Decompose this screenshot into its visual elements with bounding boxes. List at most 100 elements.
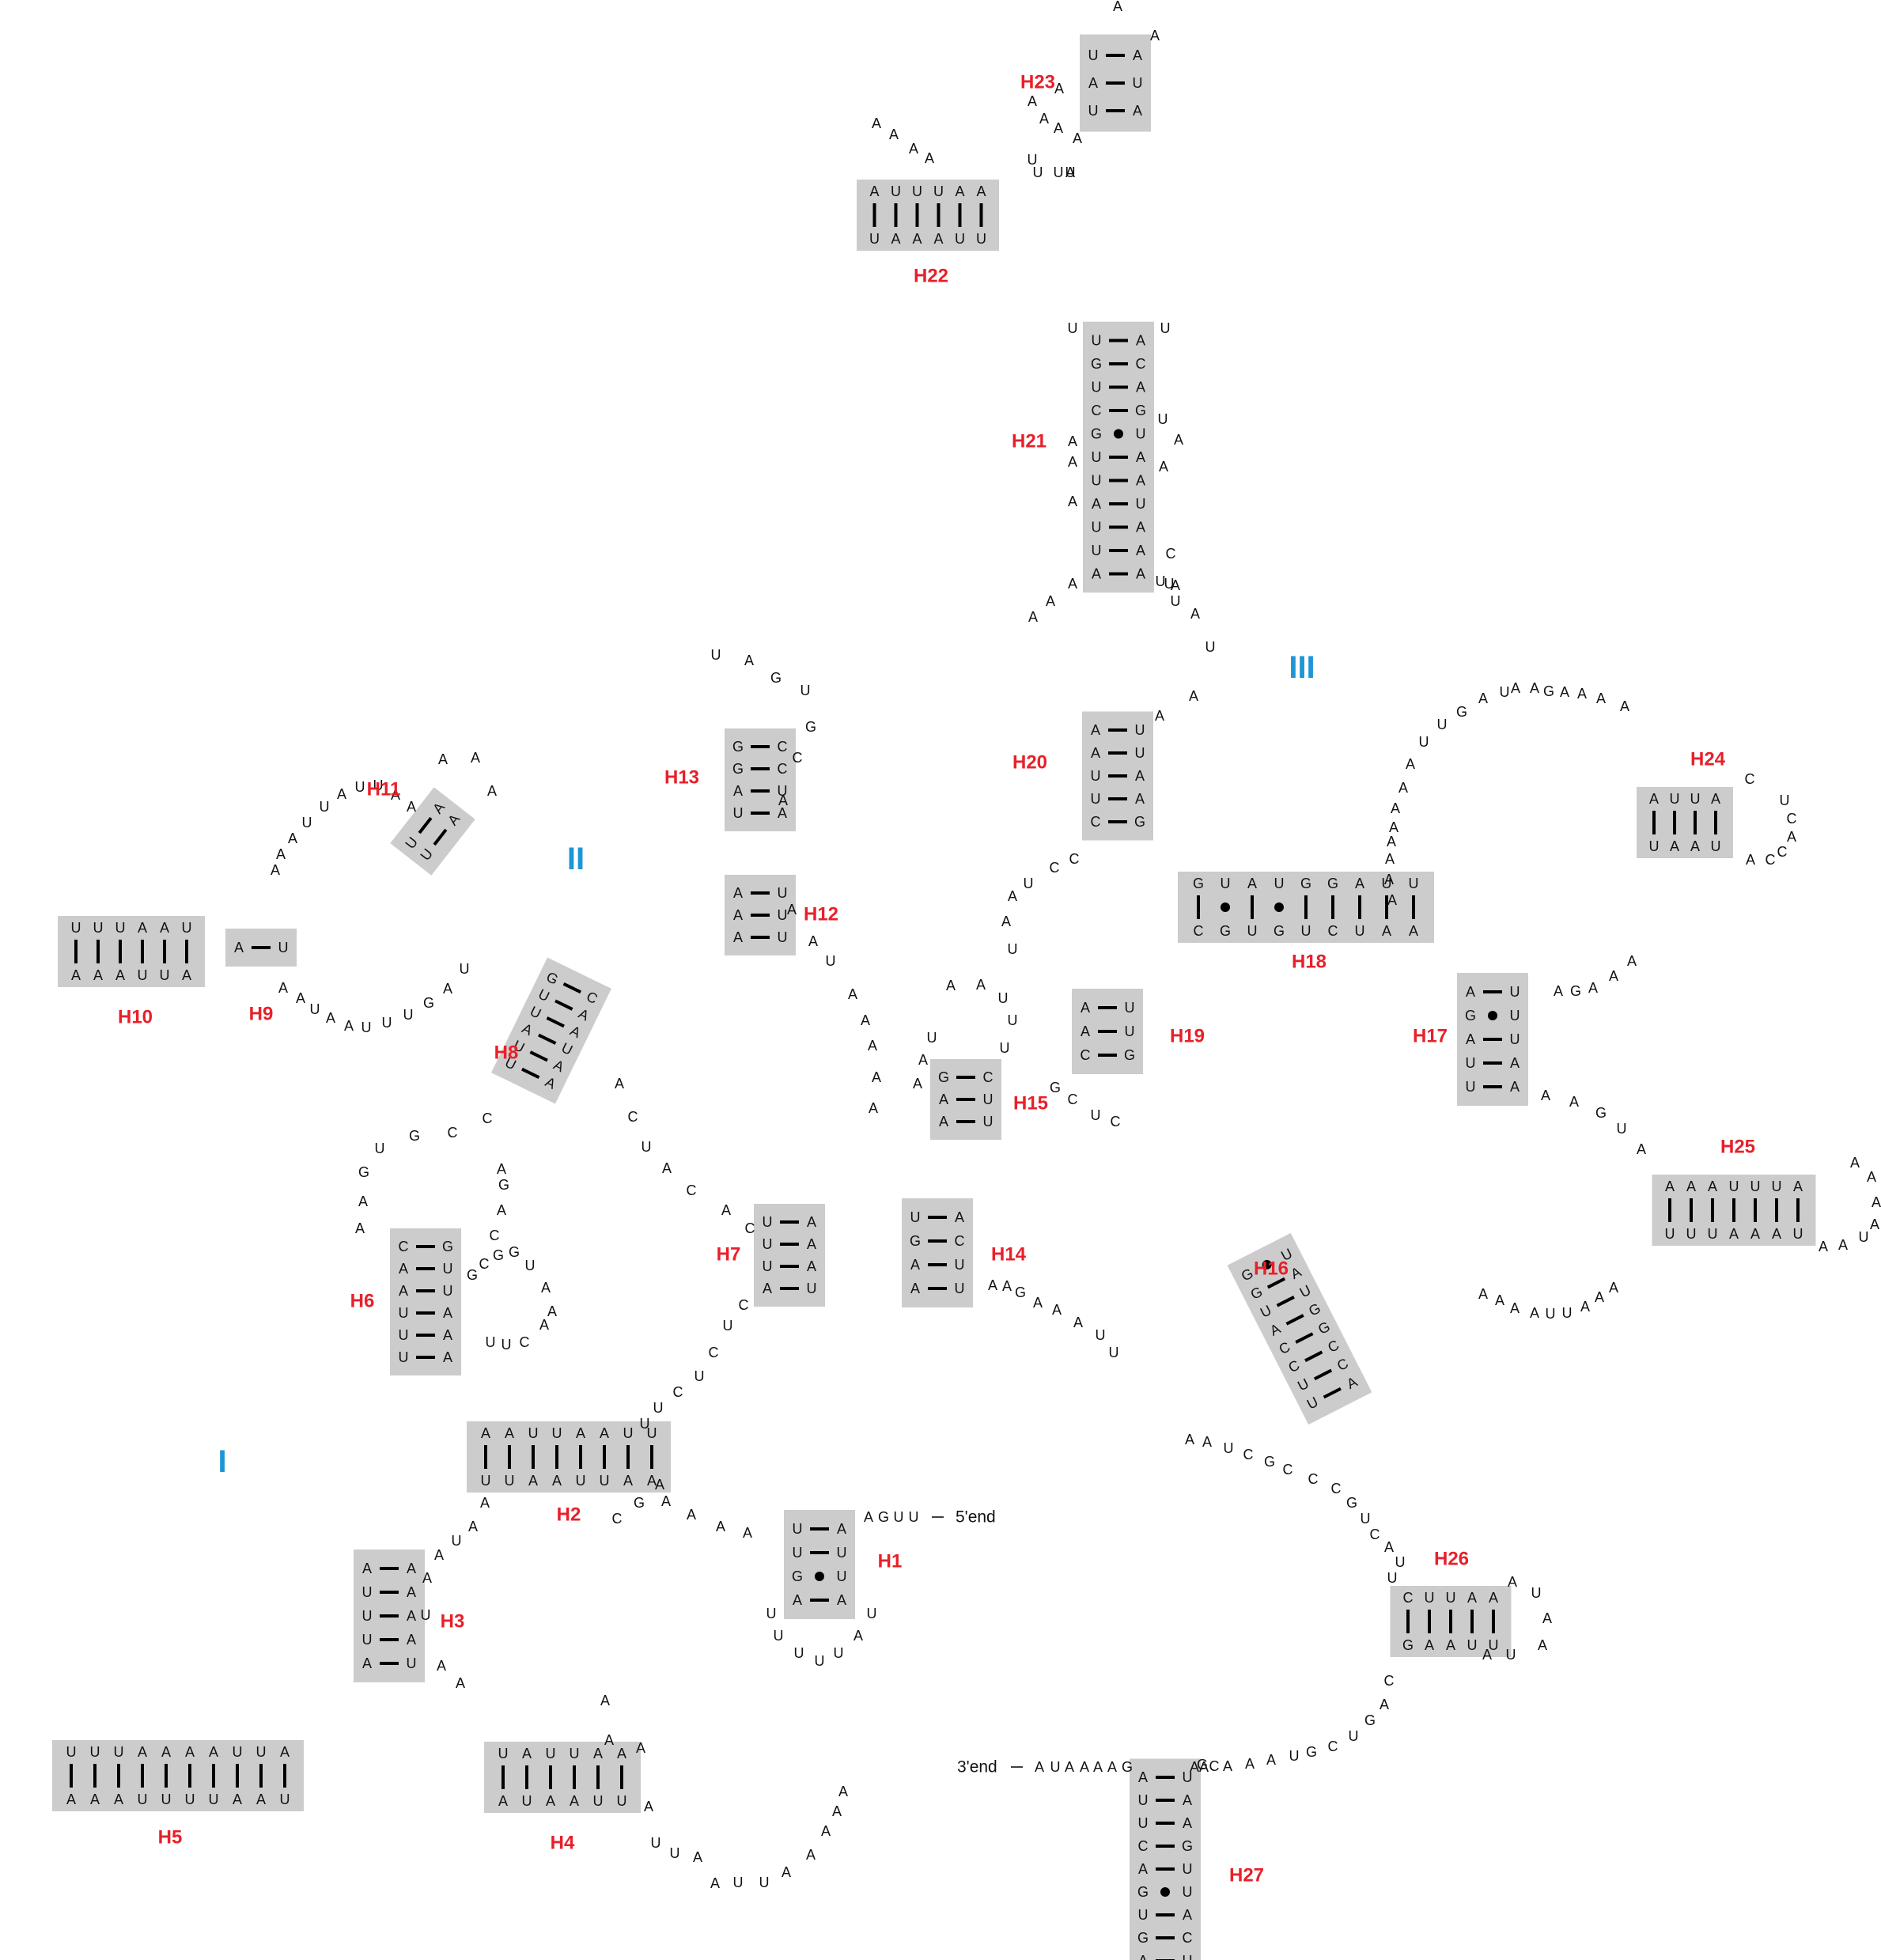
unpaired-base: A — [1850, 1155, 1860, 1171]
base-5prime: U — [1092, 520, 1102, 535]
base-3prime: U — [481, 1473, 491, 1489]
unpaired-base: A — [1385, 851, 1395, 867]
unpaired-base: G — [1346, 1495, 1357, 1511]
base-3prime: A — [1136, 520, 1145, 535]
base-5prime: A — [939, 1114, 948, 1129]
unpaired-base: C — [1766, 852, 1776, 868]
base-5prime: U — [1138, 1815, 1149, 1831]
base-5prime: G — [1327, 876, 1338, 891]
base-3prime: U — [1686, 1226, 1697, 1242]
base-3prime: U — [1711, 838, 1721, 854]
base-5prime: G — [1193, 876, 1204, 891]
unpaired-base: U — [723, 1318, 733, 1334]
base-3prime: G — [442, 1239, 453, 1254]
base-5prime: U — [623, 1425, 634, 1441]
base-5prime: A — [280, 1744, 290, 1760]
unpaired-base: U — [1160, 320, 1171, 336]
base-5prime: U — [763, 1236, 773, 1252]
base-5prime: A — [617, 1746, 626, 1761]
base-3prime: U — [1665, 1226, 1675, 1242]
unpaired-base: A — [1384, 1539, 1394, 1555]
base-3prime: A — [71, 967, 81, 983]
base-3prime: U — [983, 1092, 993, 1107]
base-pair-bond — [1295, 1332, 1314, 1344]
unpaired-base: G — [493, 1247, 504, 1263]
base-3prime: G — [1134, 814, 1145, 830]
unpaired-base: A — [988, 1277, 997, 1293]
unpaired-base: A — [636, 1740, 645, 1756]
base-5prime: U — [71, 920, 81, 936]
unpaired-base: A — [1478, 691, 1488, 706]
base-5prime: U — [933, 184, 944, 199]
unpaired-base: U — [909, 1509, 919, 1525]
base-pair-bond — [1266, 1277, 1286, 1289]
base-5prime: A — [1081, 1024, 1090, 1039]
unpaired-base: U — [794, 1645, 804, 1661]
unpaired-base: U — [1419, 734, 1429, 750]
unpaired-base: A — [541, 1280, 551, 1296]
helix-label-h20: H20 — [1012, 752, 1047, 774]
unpaired-base: C — [612, 1511, 623, 1527]
base-3prime: A — [528, 1473, 538, 1489]
base-3prime: U — [1489, 1637, 1499, 1653]
unpaired-base: U — [653, 1400, 664, 1416]
base-3prime: A — [1446, 1637, 1455, 1653]
base-3prime: A — [182, 967, 191, 983]
unpaired-base: A — [1588, 980, 1598, 996]
base-5prime: A — [160, 920, 169, 936]
unpaired-base: U — [1024, 876, 1034, 891]
unpaired-base: A — [1185, 1432, 1194, 1447]
unpaired-base: A — [1159, 459, 1168, 475]
unpaired-base: A — [1190, 1759, 1199, 1775]
unpaired-base: U — [826, 953, 836, 969]
base-3prime: A — [114, 1792, 123, 1807]
base-3prime: A — [443, 1305, 452, 1321]
base-5prime: U — [66, 1744, 77, 1760]
base-5prime: C — [1403, 1590, 1414, 1606]
base-5prime: A — [733, 907, 743, 923]
unpaired-base: A — [1387, 834, 1396, 849]
base-3prime: U — [778, 783, 788, 799]
base-5prime: A — [481, 1425, 490, 1441]
base-5prime: A — [1247, 876, 1257, 891]
base-5prime: A — [733, 885, 743, 901]
base-3prime: A — [1425, 1637, 1434, 1653]
base-3prime: U — [185, 1792, 195, 1807]
domain-label-i: I — [218, 1444, 226, 1479]
unpaired-base: A — [1746, 852, 1755, 868]
unpaired-base: A — [1093, 1759, 1103, 1775]
base-3prime: U — [1510, 1031, 1520, 1047]
unpaired-base: C — [1166, 546, 1176, 562]
base-5prime: U — [570, 1746, 580, 1761]
unpaired-base: A — [838, 1784, 848, 1799]
base-3prime: A — [498, 1793, 508, 1809]
unpaired-base: A — [1001, 914, 1011, 929]
unpaired-base: G — [1364, 1712, 1376, 1728]
base-pair-bond — [1323, 1387, 1342, 1399]
base-5prime: U — [93, 920, 104, 936]
unpaired-segment: AAA — [1054, 0, 1160, 96]
unpaired-base: A — [1046, 593, 1055, 609]
unpaired-base: A — [1068, 576, 1077, 592]
base-3prime: C — [1194, 923, 1204, 939]
base-5prime: A — [1088, 75, 1098, 91]
base-3prime: G — [1182, 1838, 1193, 1854]
unpaired-base: A — [1867, 1169, 1876, 1185]
base-5prime: U — [1466, 1079, 1476, 1095]
base-3prime: A — [233, 1792, 242, 1807]
base-5prime: A — [593, 1746, 603, 1761]
base-5prime: A — [1091, 745, 1100, 761]
unpaired-base: A — [437, 1658, 446, 1674]
base-pair-bond — [538, 1033, 557, 1045]
helix-label-h15: H15 — [1013, 1093, 1048, 1114]
base-3prime: U — [1125, 1000, 1135, 1016]
